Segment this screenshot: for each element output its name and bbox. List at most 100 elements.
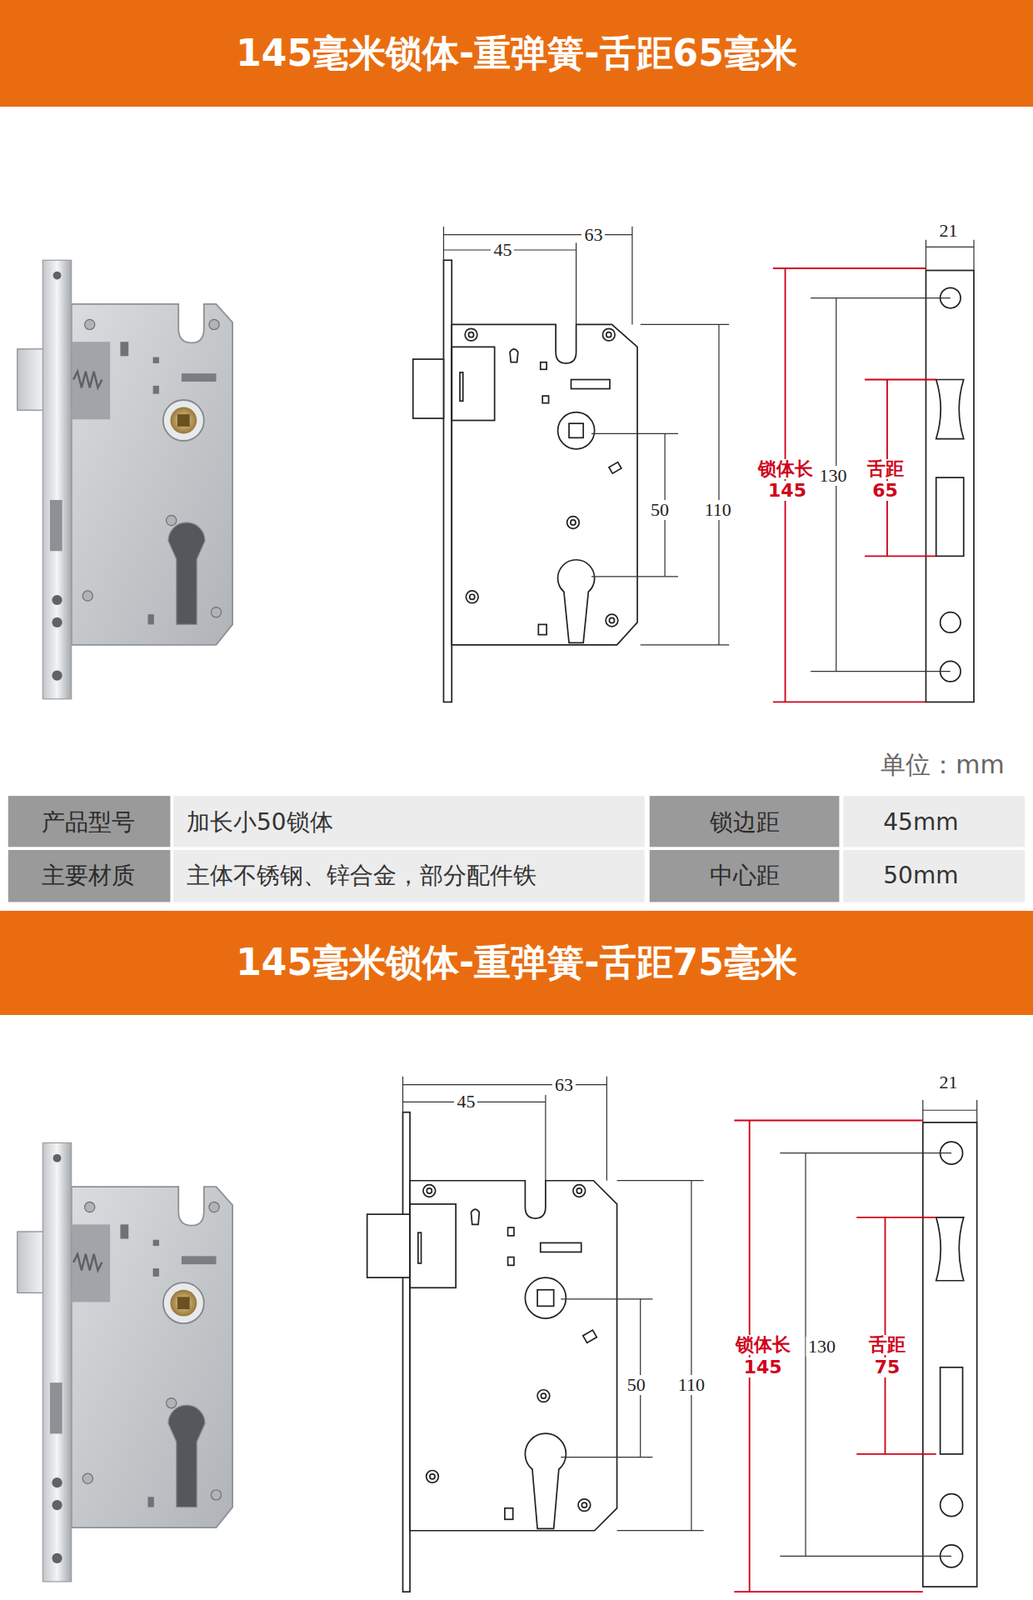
dimension-lines-part [976, 1099, 978, 1123]
lock-drawing-part [583, 1329, 598, 1343]
lock-drawing-part [608, 462, 622, 475]
dimension-label: 锁体长 [755, 459, 816, 480]
lock-drawing-part [426, 1469, 440, 1483]
dimension-lines-part [560, 1456, 653, 1458]
dimension-lines-part [402, 1076, 404, 1113]
lock-drawing-part [451, 324, 638, 644]
lock-drawing-part [605, 613, 619, 627]
dimension-number: 63 [552, 1074, 576, 1095]
dimension-number: 50 [648, 499, 672, 520]
dimension-lines-part [773, 701, 927, 704]
dimension-lines-part [575, 242, 577, 325]
lock-photo-part [51, 594, 62, 605]
dimension-lines-part [690, 1180, 692, 1531]
lock-drawing-part [581, 1502, 587, 1508]
lock-drawing-part [573, 1184, 586, 1198]
lock-drawing [413, 259, 638, 702]
lock-photo-part [181, 373, 217, 382]
dimension-lines-part [856, 1216, 936, 1218]
lock-photo-part [210, 607, 221, 618]
dimension-number: 110 [702, 499, 734, 520]
dimension-lines-part [560, 1297, 653, 1299]
lock-photo-part [169, 407, 197, 435]
dimension-lines-part [973, 239, 974, 271]
lock-drawing-part [468, 332, 474, 338]
faceplate-drawing-part [940, 1493, 964, 1517]
lock-drawing-part [409, 1180, 617, 1531]
dimension-label: 舌距 [864, 459, 907, 480]
faceplate-drawing-part [923, 1122, 978, 1587]
lock-drawing-part [426, 1187, 432, 1193]
dimension-lines-part [544, 1094, 546, 1181]
table-header: 产品型号 [41, 810, 135, 834]
lock-drawing-part [558, 559, 595, 644]
spec-table-part [843, 795, 1025, 847]
lock-drawing-part [504, 1507, 514, 1519]
lock-drawing-part [524, 1277, 566, 1318]
lock-drawing-part [542, 395, 549, 404]
dimension-lines-part [640, 324, 729, 325]
faceplate-drawing [923, 1122, 978, 1587]
lock-photo-part [82, 590, 93, 601]
lock-drawing-part [508, 1257, 515, 1266]
lock-drawing-part [471, 1208, 480, 1224]
lock-photo-part [42, 259, 71, 699]
faceplate-drawing-part [925, 269, 974, 702]
lock-drawing-part [537, 1389, 550, 1403]
faceplate-drawing-part [936, 477, 964, 556]
lock-drawing-part [602, 328, 615, 341]
dimension-number: 21 [936, 1072, 960, 1093]
dimension-lines-part [443, 226, 445, 260]
table-cell: 加长小50锁体 [186, 810, 334, 834]
lock-drawing [367, 1112, 618, 1592]
spec-table-part [843, 849, 1025, 902]
band-title: 145毫米锁体-重弹簧-舌距65毫米 [235, 29, 798, 79]
dimension-number: 110 [675, 1374, 708, 1395]
table-header: 中心距 [709, 863, 780, 888]
lock-photo-part [53, 271, 62, 280]
dimension-number: 130 [805, 1336, 839, 1357]
lock-drawing-part [418, 1232, 422, 1263]
spec-table-part [8, 795, 171, 847]
lock-photo-part [147, 613, 154, 624]
dimension-number: 63 [581, 224, 605, 245]
lock-drawing-part [409, 1203, 456, 1288]
dimension-lines [443, 226, 729, 645]
lock-drawing-part [509, 349, 519, 363]
lock-drawing-part [570, 519, 576, 525]
lock-photo-part [51, 669, 62, 680]
lock-photo [17, 259, 233, 699]
dimension-lines-part [773, 267, 927, 270]
lock-drawing-part [403, 1112, 411, 1592]
table-header: 主要材质 [41, 863, 135, 888]
title-band: 145毫米锁体-重弹簧-舌距75毫米 [0, 910, 1033, 1015]
lock-drawing-part [538, 623, 547, 634]
dimension-label: 锁体长 [733, 1334, 794, 1355]
spec-table [8, 795, 1025, 902]
spec-table-part [8, 849, 171, 902]
dimension-lines-part [856, 1452, 936, 1455]
dimension-label: 145 [741, 1357, 785, 1378]
lock-photo-part [153, 357, 160, 364]
dimension-lines-part [864, 379, 937, 381]
lock-photo-part [119, 341, 129, 356]
lock-drawing-part [465, 590, 479, 604]
lock-photo-part [163, 399, 205, 441]
lock-drawing-part [508, 1227, 515, 1236]
lock-drawing-part [540, 362, 547, 370]
lock-photo-part [166, 514, 177, 525]
table-header: 锁边距 [709, 810, 780, 834]
lock-drawing-part [558, 412, 595, 450]
dimension-label: 145 [765, 480, 809, 501]
dimension-lines-part [748, 1119, 751, 1592]
lock-photo-part [49, 499, 63, 551]
lock-photo-part [71, 341, 111, 420]
dimension-lines-part [403, 1083, 608, 1085]
dimension-number: 45 [490, 239, 515, 260]
lock-drawing-part [429, 1473, 435, 1479]
lock-photo-part [177, 414, 190, 427]
dimension-lines-part [925, 239, 927, 271]
lock-drawing-part [413, 359, 445, 419]
lock-drawing-part [464, 328, 478, 341]
lock-drawing-part [570, 379, 610, 390]
